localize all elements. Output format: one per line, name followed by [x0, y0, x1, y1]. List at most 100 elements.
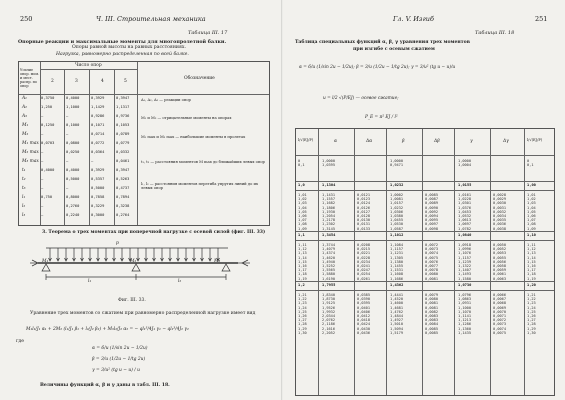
running-head-left: Ч. III. Строительная механика — [96, 15, 206, 23]
separator-value: 1,1304 — [322, 183, 336, 187]
table-cell: 0,2240 — [66, 213, 80, 217]
note-1: A₁, A₂, A₃ — реакции опор — [141, 98, 191, 102]
table-cell: 0,0714 — [91, 132, 105, 136]
row-label: A₁ — [22, 96, 27, 101]
col-header-dbeta: Δβ — [434, 139, 440, 144]
load-arrow-head — [216, 257, 220, 262]
table-cell: — — [41, 186, 44, 190]
table-cell: 0,0250 — [66, 150, 80, 154]
table-cell: — — [66, 132, 69, 136]
col-header-beta: β — [402, 139, 405, 144]
separator-value: 1,0232 — [390, 183, 404, 187]
row-label: t₂ — [22, 177, 26, 182]
table-18: l/√(EJ/P) α Δα β Δβ γ Δγ l/√(EJ/P) 0 0,1… — [295, 128, 555, 396]
col-header-gamma: γ — [470, 139, 473, 144]
table-column-u2: 1,21 1,22 1,23 1,24 1,25 1,26 1,27 1,28 … — [527, 293, 536, 335]
table-column-db: 0,0072 0,0073 0,0074 0,0075 0,0076 0,007… — [425, 243, 438, 281]
table-title-17: Опорные реакции и максимальные моменты д… — [18, 39, 227, 45]
table-column-a: 1,0000 1,0395 — [322, 159, 335, 168]
table-column-da: 0,0121 0,0123 0,0124 0,0126 0,0127 0,012… — [357, 193, 370, 231]
table-cell: 0,0772 — [91, 141, 105, 145]
table-cell: — — [66, 186, 69, 190]
table-cell: — — [41, 114, 44, 118]
col-header-alpha: α — [334, 139, 337, 144]
col-number-5: 5 — [124, 79, 127, 84]
table-cell: 0,2764 — [116, 213, 130, 217]
separator-value: 1,0840 — [458, 233, 472, 237]
table-cell: 0,0789 — [116, 132, 130, 136]
row-label: l₁ — [22, 195, 26, 200]
col-header-u-right: l/√(EJ/P) — [527, 138, 543, 142]
col-header-left: Усилие опор. мом. и мест. распр. по опор — [20, 68, 40, 88]
separator-value: 1,00 — [527, 183, 536, 187]
table-column-a: 1,8340 1,8730 1,9125 1,9526 1,9932 2,034… — [322, 293, 335, 335]
load-arrow-head — [152, 257, 156, 262]
table-cell: 1,1000 — [66, 105, 80, 109]
table-cell: 0,1071 — [91, 123, 105, 127]
row-label: l₂ — [22, 204, 26, 209]
table-cell: 0,5000 — [66, 177, 80, 181]
table-column-g: 1,0161 1,0228 1,0301 1,0376 1,0453 1,053… — [458, 193, 471, 231]
section-heading: 3. Теорема о трех моментах при поперечно… — [42, 230, 266, 235]
row-label: M₁ max — [22, 141, 39, 146]
table-cell: 0,0332 — [116, 150, 130, 154]
fig-label-m3: M₃ — [214, 259, 221, 264]
table-column-u2: 1,01 1,02 1,03 1,04 1,05 1,06 1,07 1,08 … — [527, 193, 536, 231]
table-cell: 0,0800 — [66, 141, 80, 145]
load-arrow-head — [160, 257, 164, 262]
load-arrow-head — [80, 257, 84, 262]
row-label: M₁ — [22, 123, 29, 128]
separator-value: 1,20 — [527, 283, 536, 287]
table-cell: 0,9286 — [91, 114, 105, 118]
table-column-dg: 0,0028 0,0029 0,0030 0,0031 0,0032 0,003… — [493, 193, 506, 231]
table-cell: 0,0703 — [41, 141, 55, 145]
load-arrow-head — [176, 257, 180, 262]
table-title-18a: Таблица специальных функций α, β, γ урав… — [295, 40, 470, 45]
table-column-da: 0,0385 0,0390 0,0395 0,0401 0,0406 0,041… — [357, 293, 370, 335]
table-column-dg: 0,0050 0,0052 0,0053 0,0055 0,0056 0,005… — [493, 243, 506, 281]
note-2: M₁ и M₂ — отрицательные моменты на опора… — [141, 116, 232, 120]
load-arrow-head — [64, 257, 68, 262]
separator-value: 1,0 — [298, 183, 305, 187]
fig-label-l2: l₂ — [178, 279, 182, 284]
table-column-a: 1,3744 1,4079 1,4374 1,4620 1,4940 1,525… — [322, 243, 335, 281]
table-cell: — — [66, 114, 69, 118]
table-cell: — — [41, 159, 44, 163]
table-cell: 1,1317 — [116, 105, 130, 109]
fig-label-p: p — [116, 241, 119, 246]
table-column-u2: 0 0,1 — [527, 159, 534, 168]
table-column-g: 1,0796 1,0863 1,0931 1,1000 1,1070 1,114… — [458, 293, 471, 335]
fig-label-m1: M₁ — [42, 259, 49, 264]
table-cell: 0,5000 — [91, 186, 105, 190]
table-cell: 0,8000 — [66, 195, 80, 199]
right-page: Гл. V. Изгиб 251 Таблица III. 18 Таблица… — [283, 0, 565, 400]
running-head-right: Гл. V. Изгиб — [393, 15, 434, 23]
equation-alpha: α = 6/u (1/sin 2u − 1/2u) — [92, 346, 148, 351]
table-cell: 0,0364 — [91, 150, 105, 154]
load-arrow-head — [200, 257, 204, 262]
col-number-4: 4 — [101, 79, 104, 84]
table-cell: — — [41, 213, 44, 217]
table-label-17: Таблица III. 17 — [188, 30, 228, 36]
separator-value: 1,4362 — [390, 283, 404, 287]
figure-caption: Фиг. III. 33. — [118, 298, 146, 303]
fig-label-m2: M₂ — [130, 259, 137, 264]
table-cell: 0,3238 — [116, 204, 130, 208]
separator-value: 1,0155 — [458, 183, 472, 187]
table-cell: 0,9736 — [116, 114, 130, 118]
load-arrow-head — [96, 257, 100, 262]
table-cell: 0,0461 — [116, 159, 130, 163]
row-label: A₂ — [22, 105, 27, 110]
page-number-right: 251 — [535, 15, 548, 23]
load-arrow-head — [104, 257, 108, 262]
row-label: A₃ — [22, 114, 27, 119]
table-column-u2: 1,11 1,12 1,13 1,14 1,15 1,16 1,17 1,18 … — [527, 243, 536, 281]
table-cell: 1,1429 — [91, 105, 105, 109]
row-label: t₃ — [22, 186, 26, 191]
load-arrow-head — [144, 257, 148, 262]
row-label: M₂ — [22, 132, 29, 137]
table-cell: 0,3229 — [91, 204, 105, 208]
separator-value: 1,0730 — [458, 283, 472, 287]
table-column-a: 1,1431 1,1557 1,1682 1,1806 1,1930 1,205… — [322, 193, 335, 231]
